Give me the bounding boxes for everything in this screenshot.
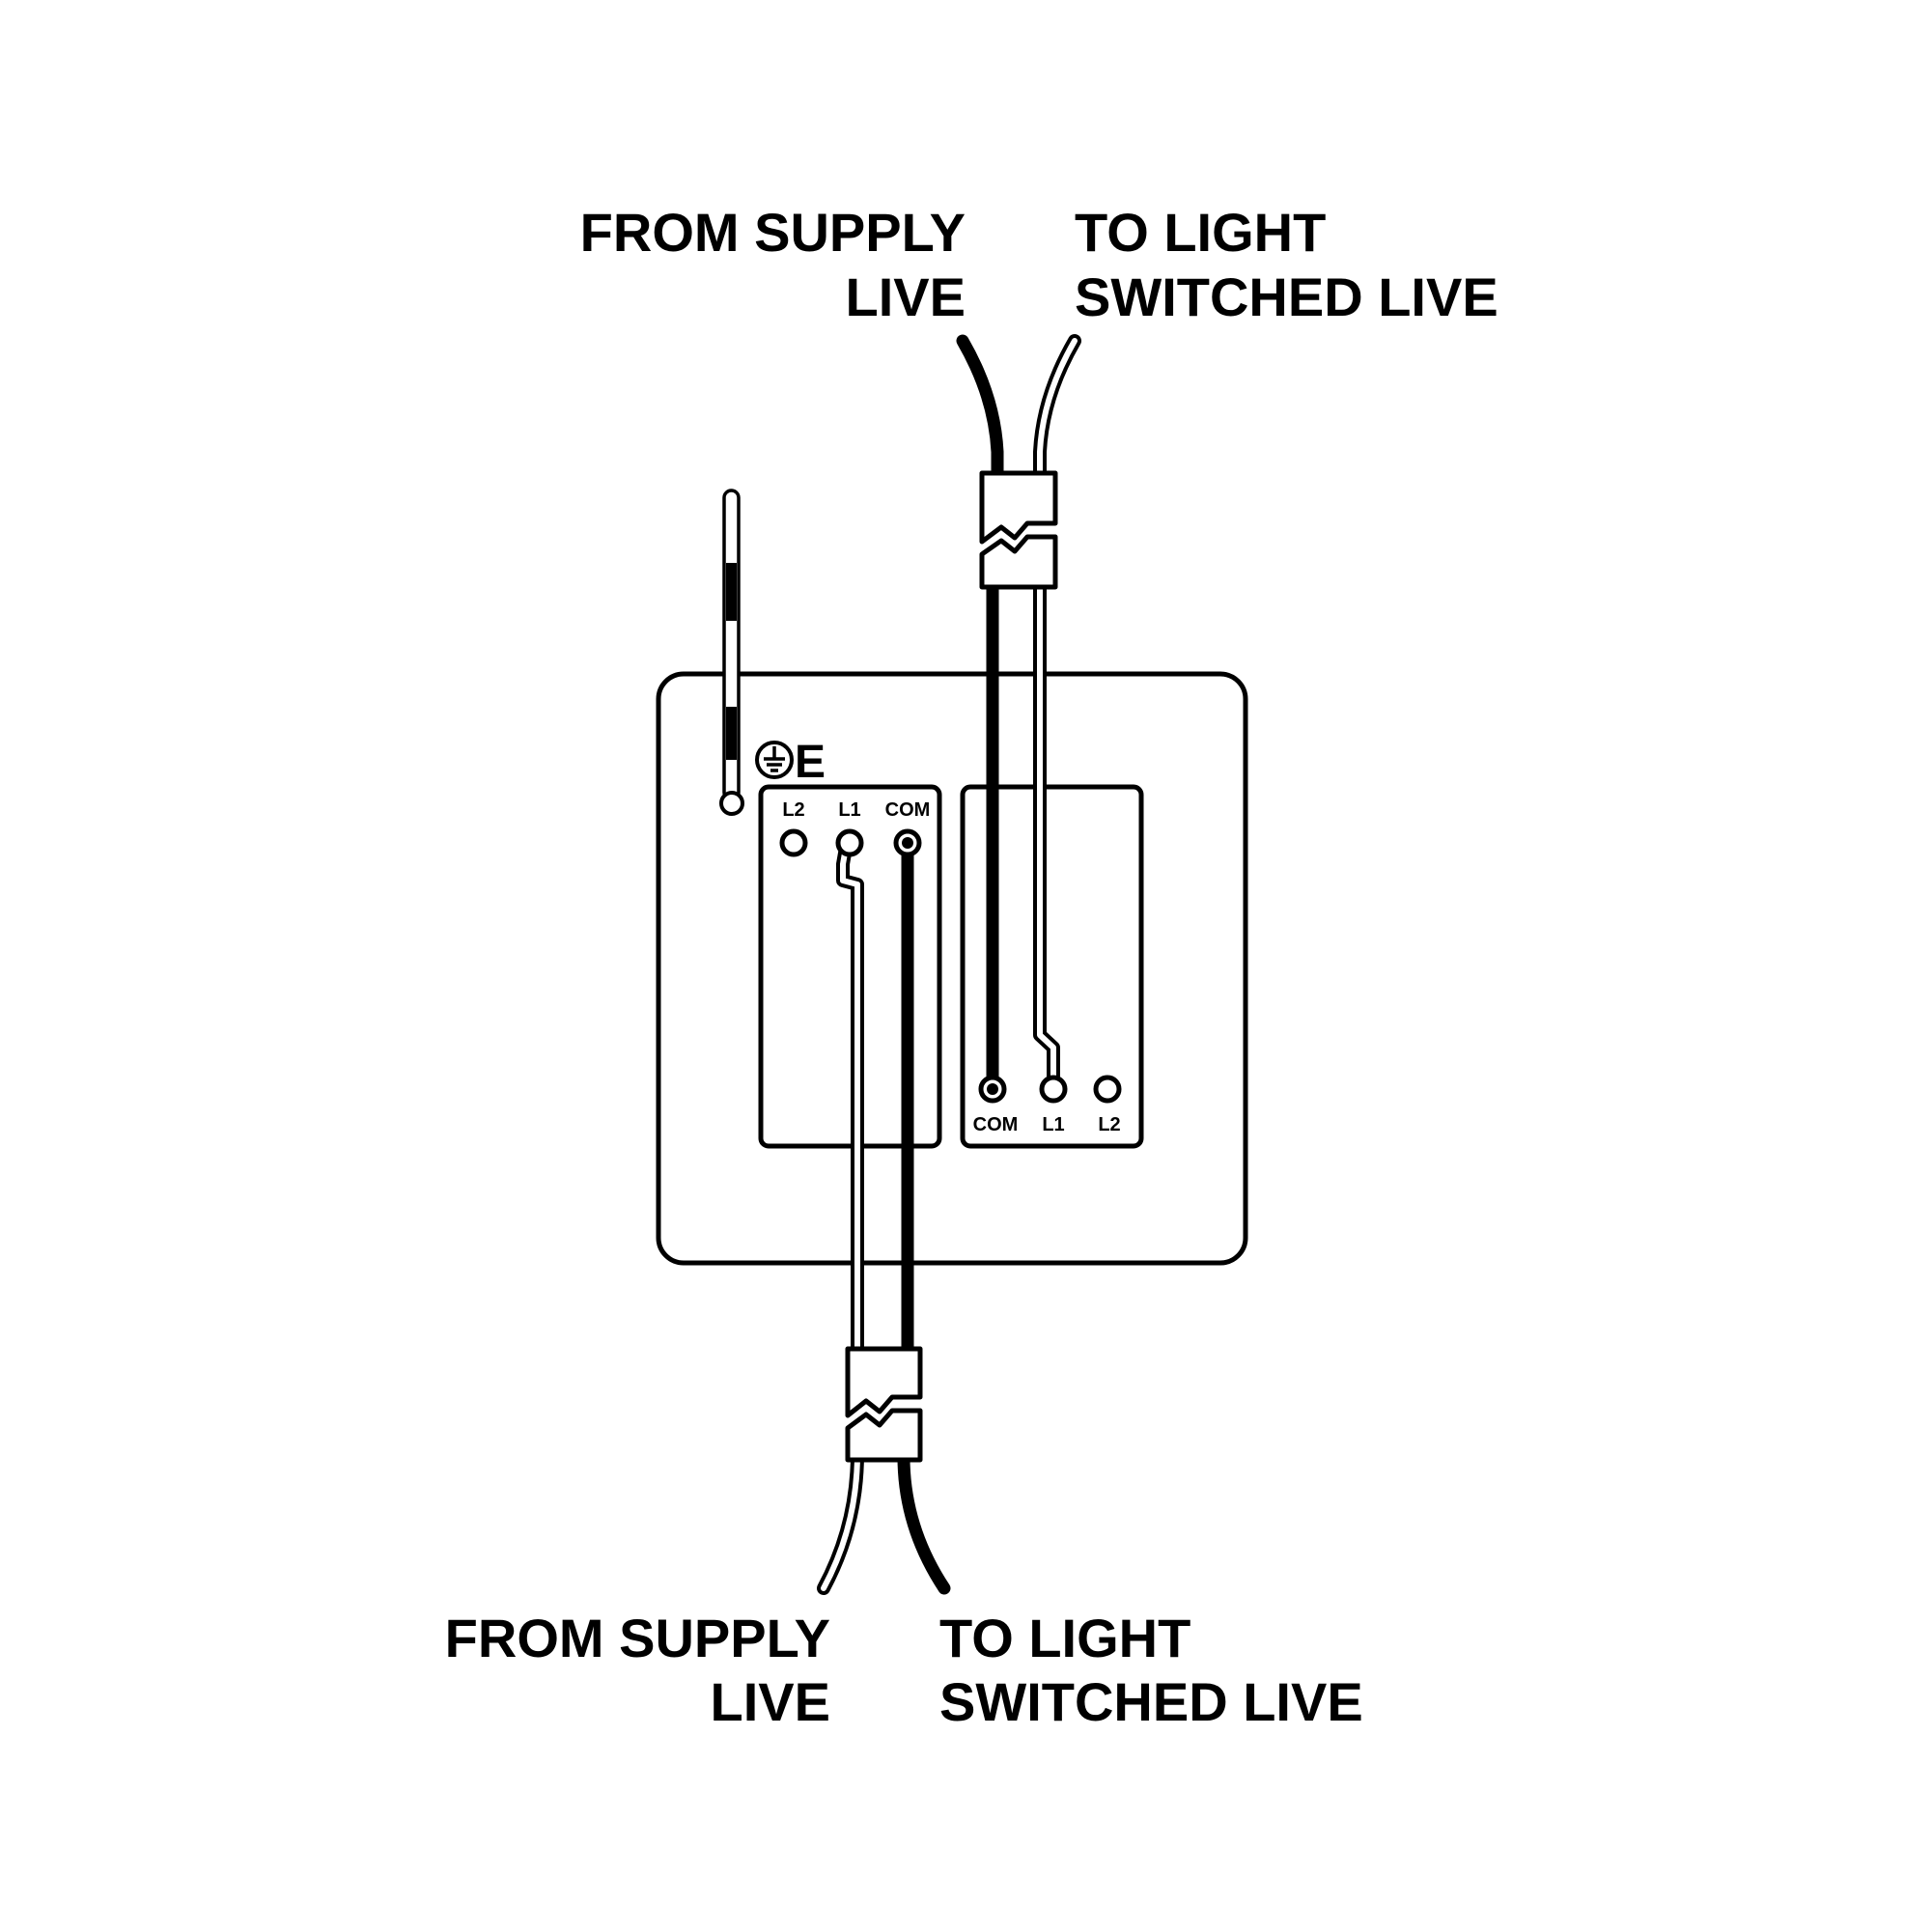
right-switch-module	[960, 784, 1144, 1149]
bottom-light-label-line1: TO LIGHT	[939, 1608, 1190, 1668]
right-terminal-label-com: COM	[973, 1114, 1019, 1135]
earth-label: E	[795, 737, 826, 788]
right-l1-terminal	[1039, 1075, 1068, 1104]
bottom-supply-label-line1: FROM SUPPLY	[445, 1608, 830, 1668]
right-terminal-label-l1: L1	[1042, 1114, 1064, 1135]
top-light-label-line1: TO LIGHT	[1075, 202, 1326, 263]
bottom-cable	[817, 841, 951, 1595]
left-terminal-label-com: COM	[885, 799, 931, 821]
right-l2-terminal	[1093, 1075, 1122, 1104]
top-live-wire	[956, 334, 1004, 1096]
left-l2-terminal	[779, 828, 808, 857]
top-cable	[956, 334, 1081, 1096]
top-light-label-line2: SWITCHED LIVE	[1075, 266, 1498, 327]
left-terminal-label-l2: L2	[782, 799, 804, 821]
right-terminal-label-l2: L2	[1098, 1114, 1120, 1135]
bottom-supply-label-line2: LIVE	[711, 1671, 830, 1732]
earth-symbol-icon	[755, 741, 794, 779]
earth-cable	[722, 489, 741, 801]
bottom-switched-live-wire	[897, 841, 951, 1595]
bottom-sleeve	[845, 1346, 923, 1418]
left-terminal-label-l1: L1	[838, 799, 860, 821]
left-switch-module	[758, 784, 942, 1149]
bottom-light-label-line2: SWITCHED LIVE	[939, 1671, 1363, 1732]
top-sleeve	[979, 470, 1058, 545]
top-supply-label-line2: LIVE	[846, 266, 966, 327]
wall-plate	[656, 671, 1248, 1266]
left-l1-terminal	[835, 828, 864, 857]
top-supply-label-line1: FROM SUPPLY	[580, 202, 966, 263]
earth-terminal	[719, 791, 744, 816]
